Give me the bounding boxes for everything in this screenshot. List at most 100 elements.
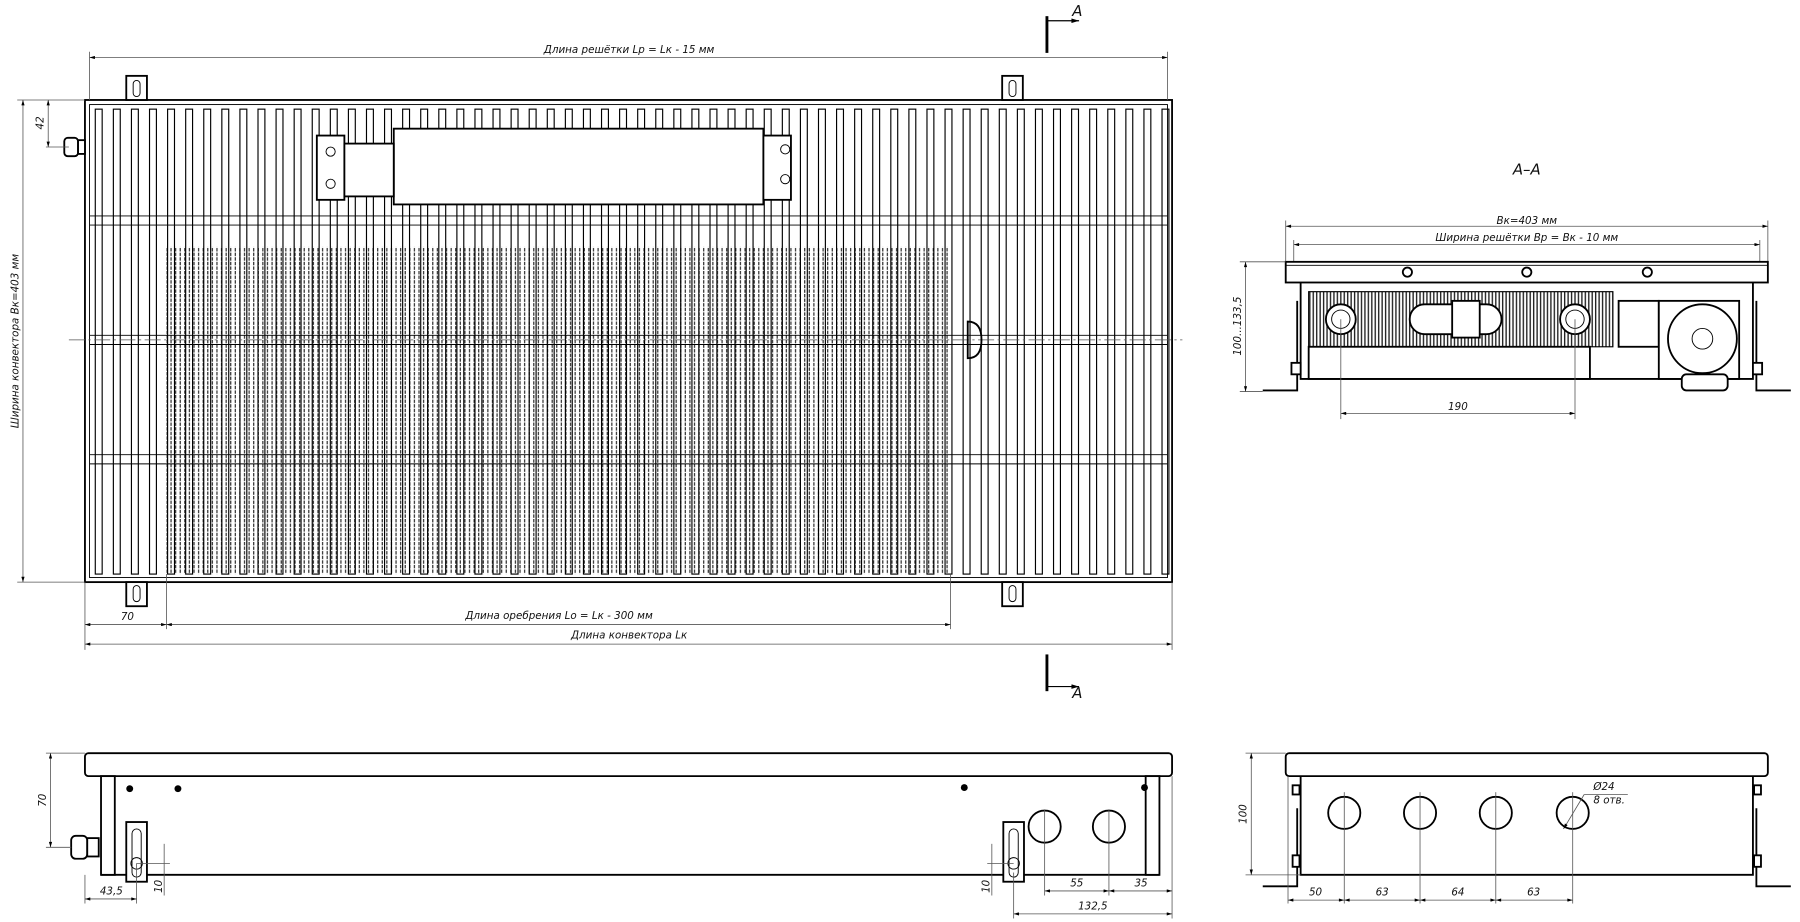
dimension-label: 10 xyxy=(981,879,993,893)
dimension-label: 70 xyxy=(121,611,135,623)
bracket-left xyxy=(1262,808,1299,888)
grille-bar xyxy=(763,108,772,575)
slot-bracket-right xyxy=(1002,821,1025,883)
grille-bar xyxy=(962,108,971,575)
grille-bar xyxy=(709,108,718,575)
grille-bar xyxy=(1125,108,1134,575)
dimension-label: 43,5 xyxy=(100,885,123,897)
bracket-left xyxy=(1262,300,1299,392)
fin-area xyxy=(166,246,951,575)
dimension-label: 8 отв. xyxy=(1593,795,1625,807)
control-box xyxy=(315,127,792,206)
grille-bar xyxy=(383,108,393,575)
dimension-label: Длина конвектора Lк xyxy=(570,629,688,641)
grille-bar xyxy=(185,108,194,575)
grille-bar xyxy=(275,108,284,575)
dimension-fin-length: 70 Длина оребрения Lo = Lк - 300 мм Длин… xyxy=(84,574,1173,650)
grille-bar xyxy=(203,108,212,575)
grille-bar xyxy=(420,108,429,575)
grille-bar xyxy=(817,108,826,575)
grille-bar xyxy=(167,108,176,575)
grille-bar xyxy=(582,108,591,575)
section-view: А–А Вк=403 мм Ширина решётки Вр = Вк - 1… xyxy=(1232,161,1791,420)
dimension-convector-width: Ширина конвектора Вк=403 мм xyxy=(9,99,85,583)
grille-bar xyxy=(781,108,790,575)
grille-bar xyxy=(1107,108,1116,575)
grille-bar xyxy=(745,108,754,575)
grille-bar xyxy=(890,108,899,575)
dimension-label: Вк=403 мм xyxy=(1497,215,1558,227)
grille-bar xyxy=(799,108,808,575)
grille-bar xyxy=(619,108,628,575)
grille-bar xyxy=(1034,108,1043,575)
grille-bar xyxy=(329,108,338,575)
grille-bar xyxy=(311,108,320,575)
mounting-tab-top-left xyxy=(125,74,148,101)
dimension-label: 50 xyxy=(1309,887,1323,899)
dimension-label: 35 xyxy=(1134,877,1147,889)
dimension-label: 10 xyxy=(153,879,165,893)
grille-bar xyxy=(402,108,411,575)
grille-bar xyxy=(293,108,302,575)
grille-side xyxy=(84,752,1173,778)
bracket-right xyxy=(1755,300,1791,392)
grille-bar xyxy=(564,108,573,575)
grille-bar xyxy=(1161,108,1170,575)
dimension-label: 190 xyxy=(1448,401,1468,413)
dimension-label: Ширина решётки Вр = Вк - 10 мм xyxy=(1435,232,1618,244)
grille-bar xyxy=(836,108,845,575)
grille-end xyxy=(1284,752,1769,778)
dimension-label: 132,5 xyxy=(1078,900,1108,912)
dimension-hole-diameter: Ø24 8 отв. xyxy=(1563,781,1628,830)
grille-bar xyxy=(112,108,121,575)
dimension-hole-spacing: 50 63 64 63 xyxy=(1287,776,1573,904)
section-label: A xyxy=(1071,2,1082,20)
dimension-hole-spacing: 55 35 132,5 xyxy=(1013,776,1173,919)
dimension-10-left: 10 xyxy=(136,843,170,896)
grille-bar xyxy=(510,108,519,575)
dimension-100: 100 xyxy=(1238,752,1301,876)
grille-bar xyxy=(257,108,266,575)
grille-bar xyxy=(239,108,248,575)
grille-bar xyxy=(727,108,736,575)
grille-bar xyxy=(492,108,501,575)
grille-bar xyxy=(148,108,157,575)
grille-outer-frame xyxy=(84,99,1173,584)
dimension-70: 70 xyxy=(37,752,85,848)
section-mark-bottom: A xyxy=(1045,654,1082,702)
grille-bar xyxy=(1071,108,1080,575)
grille-bar xyxy=(691,108,700,575)
grille-bar xyxy=(998,108,1007,575)
bracket-right xyxy=(1755,808,1791,888)
cable-gland xyxy=(70,834,100,860)
grille-inner-frame xyxy=(89,104,1168,578)
section-title: А–А xyxy=(1512,161,1541,179)
mounting-tab-bottom-right xyxy=(1001,581,1024,608)
end-view: Ø24 8 отв. 100 50 63 64 63 xyxy=(1238,752,1791,904)
fan-unit xyxy=(1617,299,1741,392)
dimension-label: 63 xyxy=(1527,887,1540,899)
grille-bar xyxy=(456,108,465,575)
grille-bar xyxy=(600,108,609,575)
grille-bar xyxy=(637,108,646,575)
section-mark-top: A xyxy=(1045,2,1082,53)
dimension-42: 42 xyxy=(35,99,69,148)
dimension-label: Длина оребрения Lo = Lк - 300 мм xyxy=(464,610,653,622)
dimension-label: Ширина конвектора Вк=403 мм xyxy=(9,254,21,429)
dimension-label: 55 xyxy=(1070,877,1083,889)
grille-bar xyxy=(1016,108,1025,575)
handle xyxy=(966,320,983,360)
dimension-label: 100...133,5 xyxy=(1232,297,1244,356)
dimension-label: Ø24 xyxy=(1592,781,1614,793)
plan-view: A A Длина решётки Lp = Lк - 15 мм Ширина… xyxy=(9,2,1183,702)
dimension-190: 190 xyxy=(1340,319,1576,420)
grille-bar xyxy=(1089,108,1098,575)
grille-bar xyxy=(347,108,356,575)
dimension-label: 42 xyxy=(35,116,47,129)
grille-bar xyxy=(908,108,917,575)
side-view: 70 43,5 10 10 55 35 132,5 xyxy=(37,752,1173,919)
section-label: A xyxy=(1071,684,1082,702)
grille-bars xyxy=(94,108,1170,575)
dimension-label: 63 xyxy=(1376,887,1389,899)
dimension-10-right: 10 xyxy=(981,843,1014,896)
